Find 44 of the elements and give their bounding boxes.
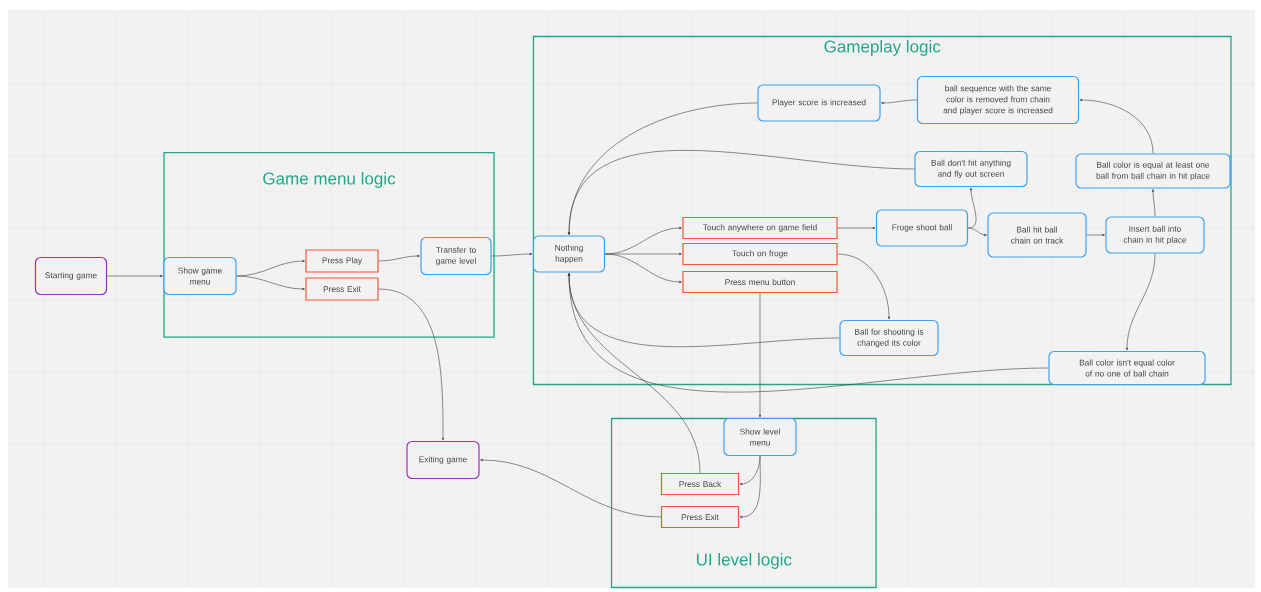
- process-box: ball sequence with the same color is removed from chain and player score is increased: [916, 75, 1080, 125]
- action-box: Press Exit: [660, 505, 740, 529]
- process-box: Ball color is equal at least one ball from ball chain in hit place: [1075, 153, 1231, 189]
- arrow: [378, 288, 445, 441]
- arrow: [739, 455, 761, 519]
- action-box: Press menu button: [682, 270, 838, 294]
- arrow: [480, 458, 662, 518]
- process-box: Player score is increased: [757, 84, 881, 122]
- arrow: [236, 259, 305, 277]
- arrow: [106, 274, 163, 278]
- process-box: Froge shoot ball: [875, 209, 969, 247]
- arrow: [967, 187, 977, 229]
- arrow: [1079, 98, 1154, 154]
- arrow: [881, 99, 918, 105]
- action-box: Touch anywhere on game field: [682, 216, 838, 240]
- arrow: [758, 292, 762, 418]
- arrow: [1125, 253, 1156, 351]
- process-box: Nothing happen: [532, 235, 606, 273]
- arrow: [491, 252, 533, 257]
- terminal-box: Starting game: [34, 256, 108, 296]
- process-box: Ball hit ball chain on track: [987, 212, 1087, 258]
- arrow: [967, 227, 987, 237]
- process-box: Ball color isn't equal color of no one of ball chain: [1048, 350, 1206, 386]
- arrow: [1151, 189, 1156, 217]
- process-box: Show game menu: [163, 256, 237, 296]
- arrow: [837, 253, 891, 320]
- arrow: [567, 150, 915, 235]
- terminal-box: Exiting game: [406, 440, 480, 480]
- process-box: Ball don't hit anything and fly out screen: [914, 150, 1028, 188]
- arrow: [604, 253, 682, 284]
- action-box: Press Exit: [305, 277, 379, 301]
- arrow: [378, 254, 420, 262]
- arrow: [604, 252, 682, 256]
- arrow: [1086, 233, 1105, 237]
- process-box: Show level menu: [723, 417, 797, 457]
- action-box: Touch on froge: [682, 242, 838, 266]
- action-box: Press Back: [660, 472, 740, 496]
- arrow: [567, 273, 701, 474]
- action-box: Press Play: [305, 249, 379, 273]
- arrow: [837, 226, 876, 230]
- process-box: Insert ball into chain in hit place: [1105, 216, 1205, 254]
- process-box: Transfer to game level: [420, 236, 492, 276]
- process-box: Ball for shooting is changed its color: [839, 319, 939, 357]
- arrow: [236, 275, 305, 291]
